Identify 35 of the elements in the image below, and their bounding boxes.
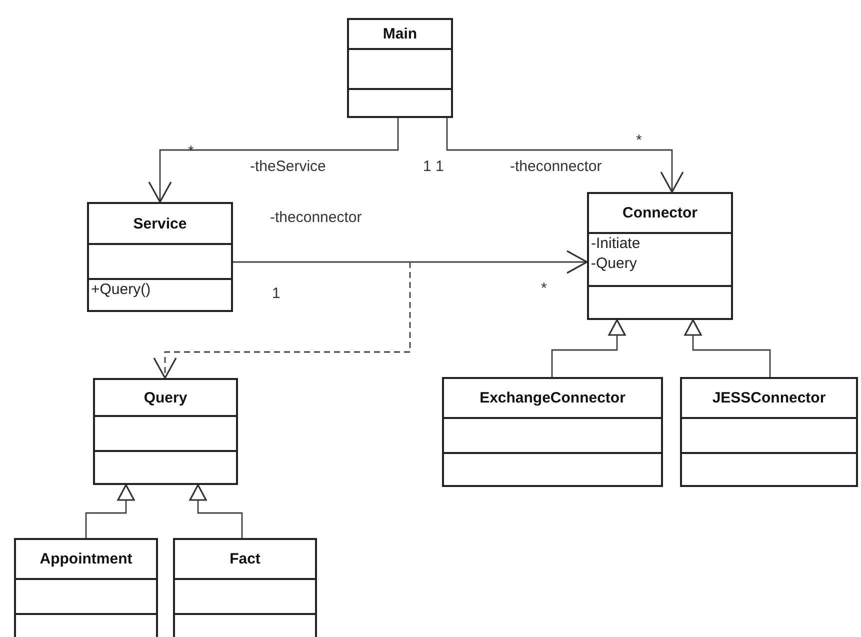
class-box	[442, 377, 663, 487]
class-name: JESSConnector	[711, 390, 827, 406]
association-arrow	[233, 250, 588, 274]
class-name: ExchangeConnector	[478, 390, 626, 406]
class-box	[87, 202, 233, 312]
class-box	[173, 538, 317, 637]
class-name: Query	[142, 389, 188, 406]
class-name: Main	[382, 26, 418, 42]
dependency-arrow	[153, 262, 411, 379]
class-box	[14, 538, 158, 637]
generalization-arrow	[551, 319, 626, 377]
class-name: Appointment	[38, 550, 134, 568]
class-name: Service	[132, 215, 188, 232]
role-label: -theconnector	[510, 158, 602, 175]
multiplicity: *	[188, 143, 194, 160]
multiplicity: 1	[272, 285, 280, 302]
association-arrow	[446, 118, 684, 193]
attribute-text: -Query	[590, 254, 638, 274]
role-label: -theService	[250, 158, 326, 175]
attribute-text: -Initiate	[590, 234, 642, 254]
generalization-arrow	[85, 484, 135, 538]
multiplicity: 1 1	[423, 158, 444, 175]
class-box	[587, 192, 733, 320]
multiplicity: *	[541, 280, 547, 297]
association-arrow	[148, 118, 399, 203]
generalization-arrow	[189, 484, 243, 538]
class-box	[680, 377, 858, 487]
operation-text: +Query()	[90, 280, 152, 300]
class-box	[347, 18, 453, 118]
class-name: Fact	[228, 550, 262, 568]
multiplicity: *	[636, 132, 642, 149]
class-name: Connector	[622, 204, 698, 222]
class-box	[93, 378, 238, 485]
generalization-arrow	[684, 319, 771, 377]
role-label: -theconnector	[270, 209, 362, 226]
